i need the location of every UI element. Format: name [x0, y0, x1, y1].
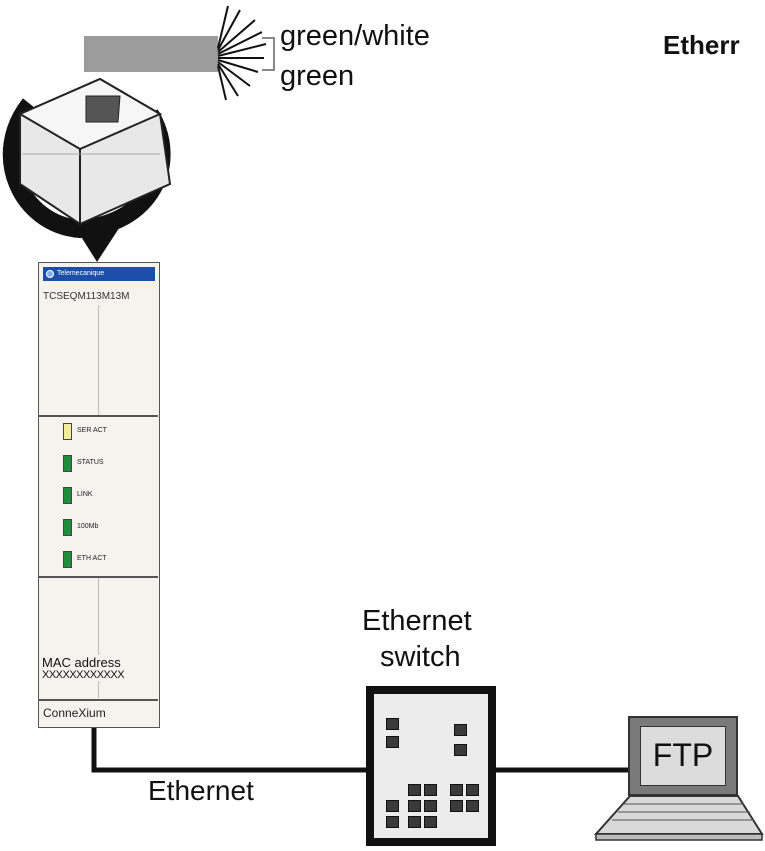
ethernet-cable-label: Ethernet	[148, 775, 254, 806]
ethernet-cable-module-switch	[91, 728, 366, 773]
module-reference: TCSEQM113M13M	[43, 291, 130, 302]
connexium-module: Telemecanique TCSEQM113M13M SER ACT STAT…	[38, 262, 160, 728]
switch-port	[408, 816, 421, 828]
module-divider-top	[98, 305, 99, 415]
led-link	[63, 487, 72, 504]
led-label-100mb: 100Mb	[77, 523, 99, 530]
switch-port	[408, 800, 421, 812]
module-separator-3	[39, 699, 158, 701]
laptop-keyboard-icon	[593, 795, 764, 841]
switch-port	[424, 784, 437, 796]
laptop-icon: FTP	[628, 716, 738, 796]
switch-port	[424, 816, 437, 828]
led-100mb	[63, 519, 72, 536]
switch-port	[424, 800, 437, 812]
switch-port	[454, 744, 467, 756]
led-label-link: LINK	[77, 491, 93, 498]
wire-color-label-green-white: green/white	[280, 20, 430, 52]
switch-port	[386, 816, 399, 828]
switch-label-line2: switch	[380, 641, 461, 673]
module-header: Telemecanique	[43, 267, 155, 281]
ftp-label: FTP	[652, 737, 714, 773]
module-separator-2	[39, 576, 158, 578]
mac-address-value: XXXXXXXXXXXX	[42, 669, 125, 681]
led-label-eth-act: ETH ACT	[77, 555, 107, 562]
cable-icon	[84, 5, 275, 101]
switch-label-line1: Ethernet	[362, 605, 472, 637]
switch-port	[466, 784, 479, 796]
module-header-text: Telemecanique	[57, 270, 105, 277]
switch-port	[454, 724, 467, 736]
module-separator-1	[39, 415, 158, 417]
switch-port	[450, 800, 463, 812]
switch-port	[466, 800, 479, 812]
led-status	[63, 455, 72, 472]
led-eth-act	[63, 551, 72, 568]
module-brand: ConneXium	[43, 706, 106, 720]
switch-port	[386, 718, 399, 730]
laptop-display: FTP	[640, 726, 726, 786]
module-divider-bottom	[98, 578, 99, 698]
switch-port	[408, 784, 421, 796]
switch-panel	[374, 694, 488, 838]
brand-logo-icon	[46, 270, 54, 278]
switch-port	[386, 736, 399, 748]
led-label-status: STATUS	[77, 459, 104, 466]
wire-color-label-green: green	[280, 60, 355, 92]
switch-port	[450, 784, 463, 796]
ethernet-switch-icon	[366, 686, 496, 846]
connector-plug-icon	[2, 77, 172, 262]
mac-address-label: MAC address	[42, 655, 121, 670]
led-ser-act	[63, 423, 72, 440]
diagram-title: Etherr	[663, 30, 740, 60]
switch-port	[386, 800, 399, 812]
led-label-ser-act: SER ACT	[77, 427, 107, 434]
